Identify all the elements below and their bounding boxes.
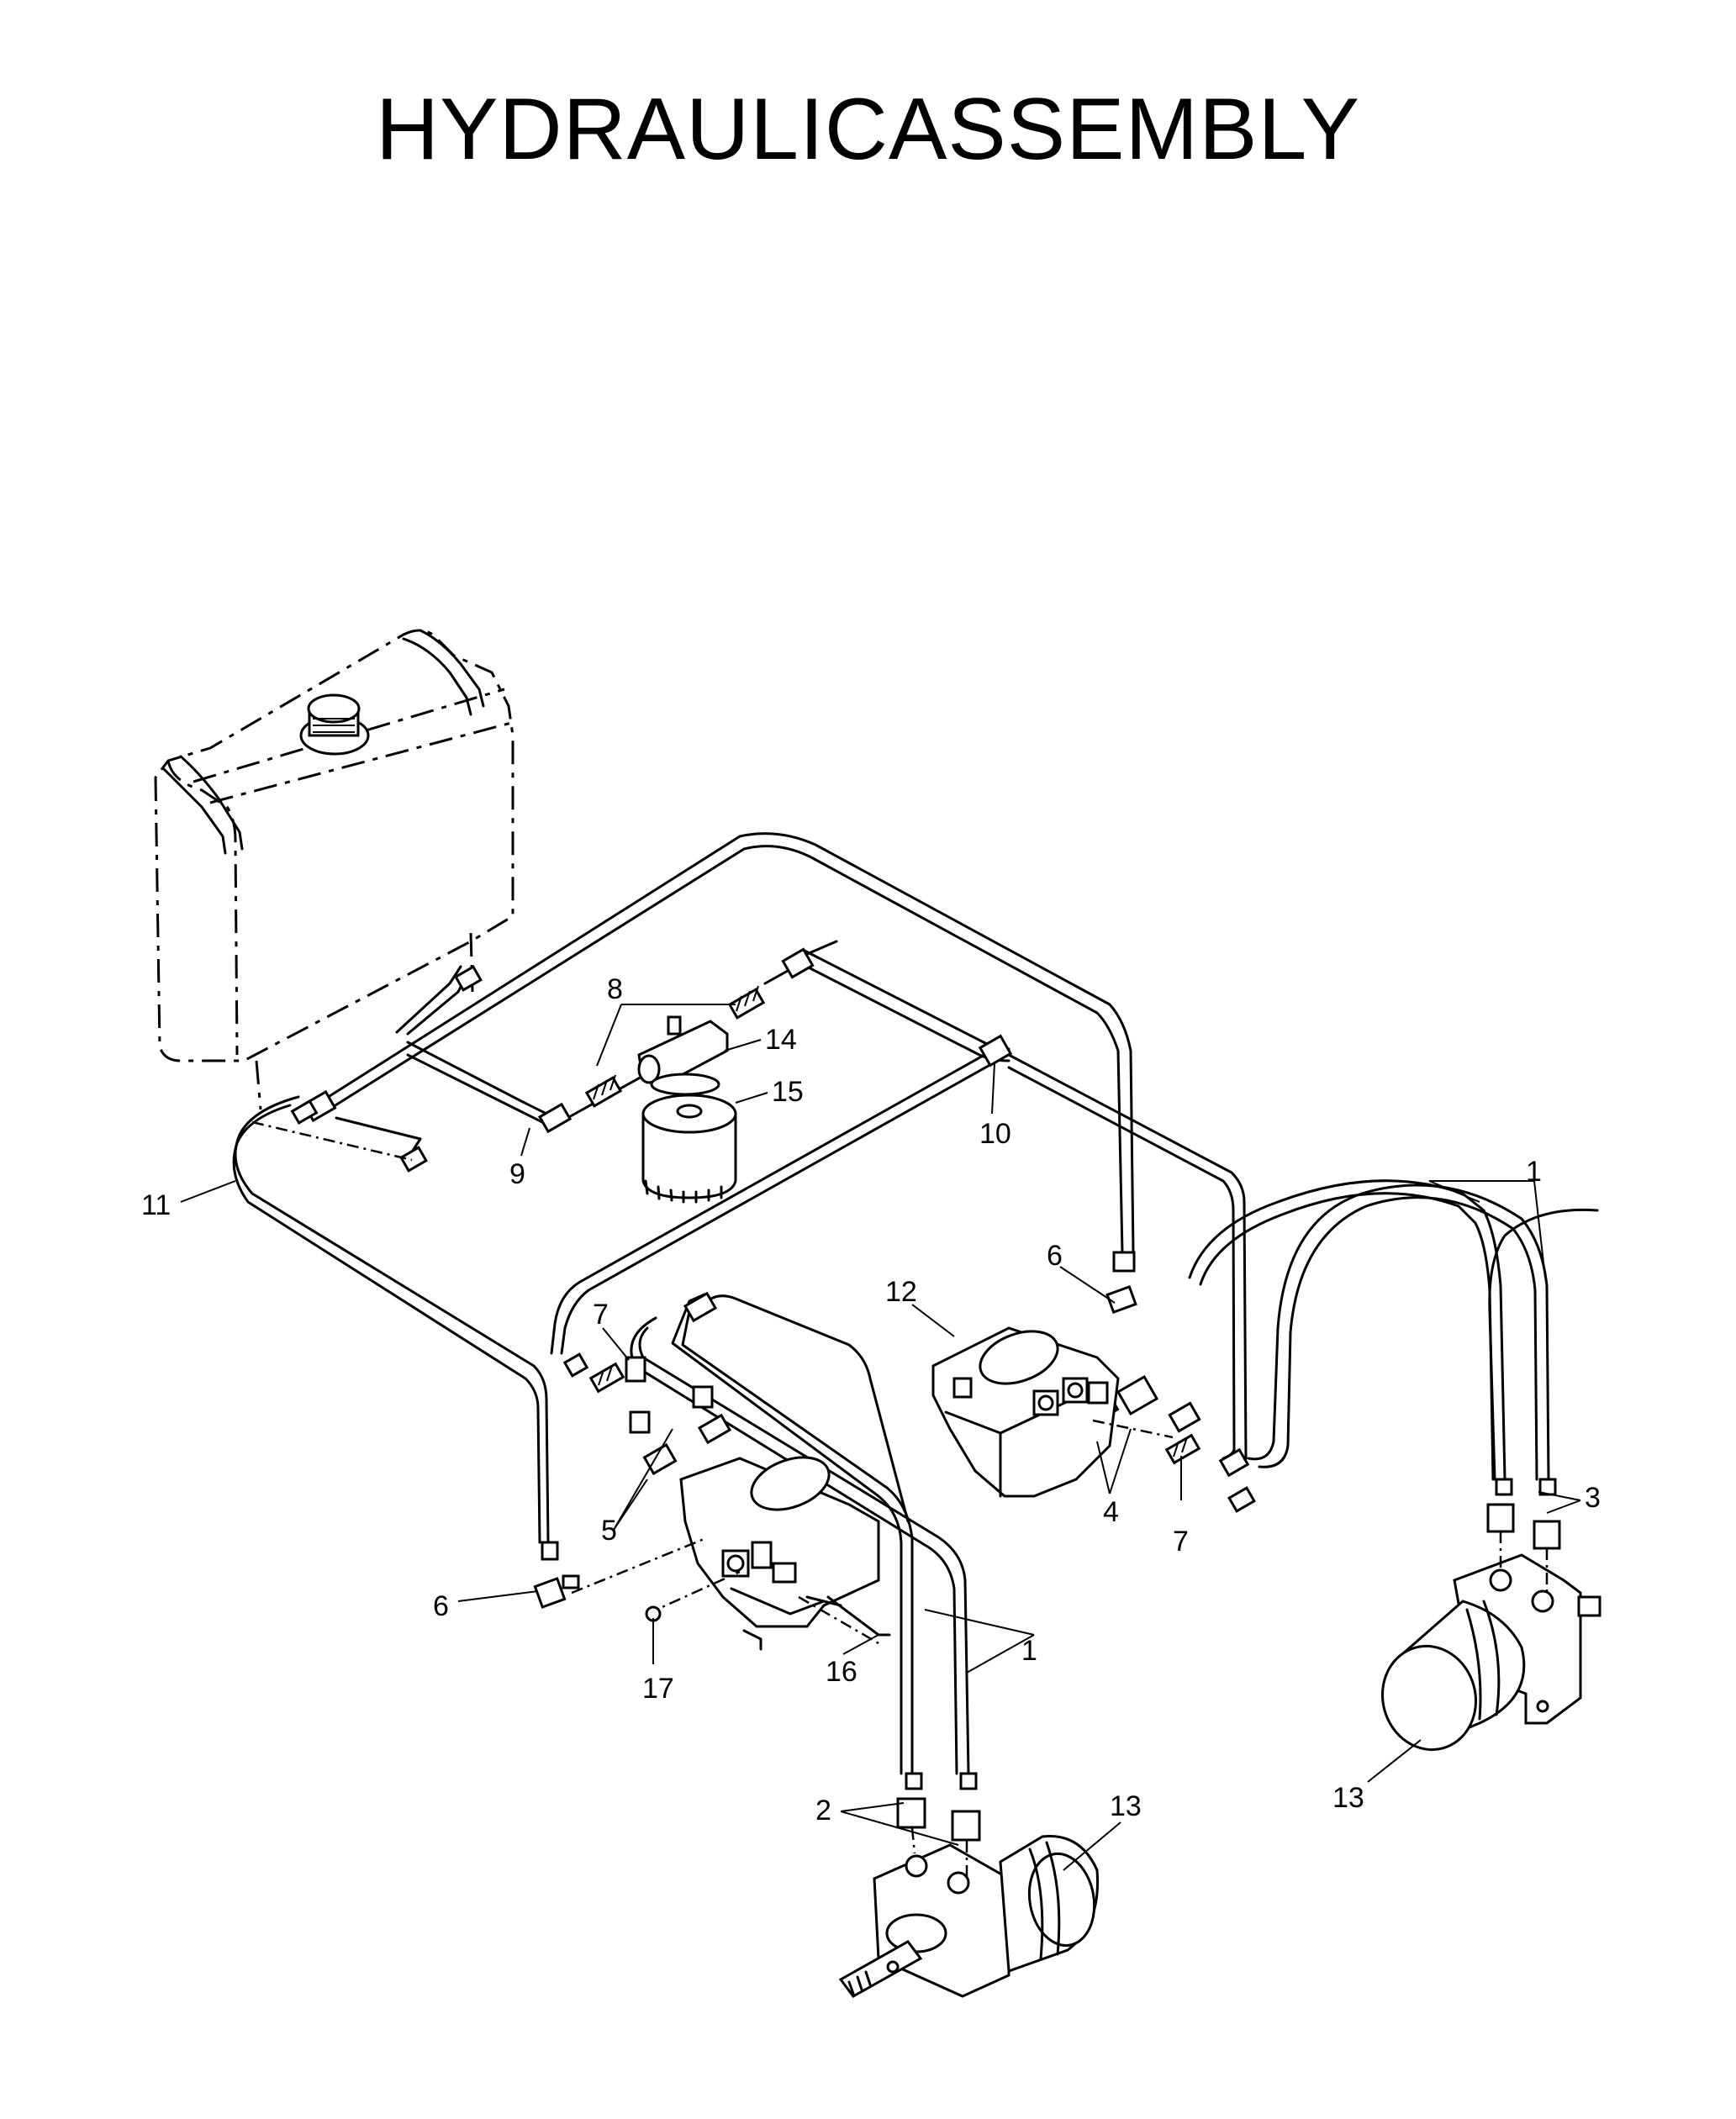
callout-8: 8: [607, 973, 623, 1005]
wheel-motor-left: [838, 1835, 1100, 1998]
filter-head: [637, 1015, 729, 1096]
pump-left: [679, 1456, 880, 1651]
callout-13-left: 13: [1110, 1790, 1142, 1822]
callout-7-left: 7: [593, 1299, 609, 1331]
callout-1-left: 1: [1021, 1635, 1037, 1667]
callout-11: 11: [141, 1189, 171, 1221]
diagram-title: HYDRAULICASSEMBLY: [376, 81, 1360, 178]
oil-filter: [641, 1094, 737, 1204]
callout-17: 17: [642, 1673, 674, 1705]
leader-lines: [180, 1004, 1581, 1871]
callout-6-right: 6: [1047, 1240, 1063, 1272]
callout-2: 2: [815, 1795, 831, 1826]
pump-right: [931, 1326, 1120, 1498]
callout-5: 5: [601, 1515, 617, 1547]
callout-13-right: 13: [1332, 1782, 1364, 1814]
callout-1-right: 1: [1526, 1156, 1542, 1188]
callout-labels: 1 1 2 3 4 5 6 6 7 7 8 9 10 11 12 13 13 1…: [141, 973, 1601, 1826]
wheel-motor-right: [1381, 1553, 1601, 1752]
hydraulic-tank: [154, 629, 514, 1110]
callout-16: 16: [826, 1656, 857, 1688]
callout-14: 14: [765, 1024, 797, 1056]
callout-7-right: 7: [1173, 1526, 1189, 1558]
callout-12: 12: [885, 1276, 917, 1308]
callout-3: 3: [1585, 1482, 1601, 1514]
callout-6-left: 6: [433, 1590, 449, 1622]
callout-10: 10: [979, 1118, 1011, 1150]
callout-4: 4: [1103, 1496, 1119, 1528]
callout-15: 15: [772, 1076, 804, 1108]
callout-9: 9: [509, 1158, 525, 1190]
hydraulic-lines: [232, 832, 1599, 1775]
fittings: [290, 947, 1561, 1842]
